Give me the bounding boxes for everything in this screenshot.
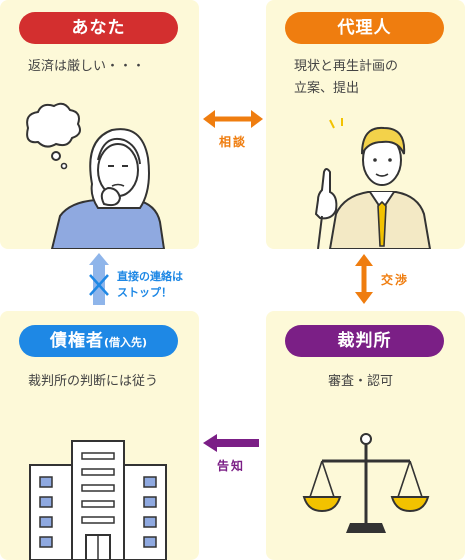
creditor-desc: 裁判所の判断には従う xyxy=(28,374,159,389)
worried-woman-illustration xyxy=(26,102,166,249)
court-title: 裁判所 xyxy=(285,325,444,357)
creditor-title: 債権者(借入先) xyxy=(19,325,178,357)
notify-label: 告知 xyxy=(217,459,246,473)
consult-arrow xyxy=(203,110,263,128)
stop-label-line1: 直接の連絡は xyxy=(117,270,183,283)
consult-label: 相談 xyxy=(219,135,248,149)
creditor-title-sub: (借入先) xyxy=(103,336,148,349)
card-court: 裁判所 審査・認可 xyxy=(266,311,465,560)
card-creditor: 債権者(借入先) 裁判所の判断には従う xyxy=(0,311,199,560)
court-desc: 審査・認可 xyxy=(328,374,394,389)
agent-desc-line1: 現状と再生計画の xyxy=(294,59,399,74)
negotiate-label: 交渉 xyxy=(381,273,410,287)
lawyer-illustration xyxy=(314,118,432,249)
scales-icon xyxy=(302,433,430,533)
stop-label-line2: ストップ！ xyxy=(117,286,172,299)
card-you: あなた 返済は厳しい・・・ xyxy=(0,0,199,249)
blocked-arrow xyxy=(89,253,109,305)
notify-arrow xyxy=(203,434,259,452)
negotiate-arrow xyxy=(355,254,373,304)
you-title: あなた xyxy=(19,12,178,44)
creditor-title-main: 債権者 xyxy=(49,331,104,351)
agent-desc-line2: 立案、提出 xyxy=(294,81,360,96)
you-desc: 返済は厳しい・・・ xyxy=(28,59,146,74)
agent-title: 代理人 xyxy=(285,12,444,44)
card-agent: 代理人 現状と再生計画の 立案、提出 xyxy=(266,0,465,249)
building-illustration xyxy=(29,440,167,560)
